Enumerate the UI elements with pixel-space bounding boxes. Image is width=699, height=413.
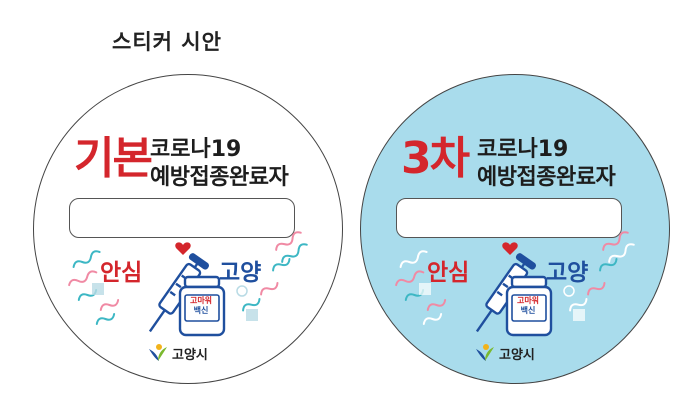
slogan-right: 고양 bbox=[219, 260, 262, 286]
sticker-heading-line2: 예방접종완료자 bbox=[477, 165, 616, 190]
jar-label-line2: 백신 bbox=[520, 306, 536, 315]
name-field-box bbox=[69, 198, 295, 238]
slogan-left: 안심 bbox=[100, 260, 143, 286]
jar-label-line1: 고마워 bbox=[189, 296, 213, 305]
slogan-right: 고양 bbox=[546, 260, 589, 286]
page-title: 스티커 시안 bbox=[112, 30, 222, 54]
sticker-heading-line2: 예방접종완료자 bbox=[150, 165, 289, 190]
sticker-heading-line1: 코로나19 bbox=[150, 137, 242, 162]
sticker-big-label: 3차 bbox=[401, 133, 470, 184]
sticker-heading-line1: 코로나19 bbox=[477, 137, 569, 162]
city-mark: 고양시 bbox=[147, 343, 208, 363]
slogan-left: 안심 bbox=[427, 260, 470, 286]
city-logo-icon bbox=[476, 344, 494, 361]
name-field-box bbox=[396, 198, 622, 238]
jar-label-line2: 백신 bbox=[193, 306, 209, 315]
jar-label-line1: 고마워 bbox=[516, 296, 540, 305]
city-name: 고양시 bbox=[499, 347, 535, 363]
sticker-third-dose: 3차 코로나19 예방접종완료자 bbox=[360, 74, 670, 384]
vaccine-jar-label: 고마워 백신 bbox=[186, 296, 216, 316]
city-logo-icon bbox=[149, 344, 167, 361]
city-mark: 고양시 bbox=[474, 343, 535, 363]
sticker-basic: 기본 코로나19 예방접종완료자 bbox=[33, 74, 343, 384]
sticker-big-label: 기본 bbox=[74, 133, 153, 184]
vaccine-jar-label: 고마워 백신 bbox=[513, 296, 543, 316]
city-name: 고양시 bbox=[172, 347, 208, 363]
